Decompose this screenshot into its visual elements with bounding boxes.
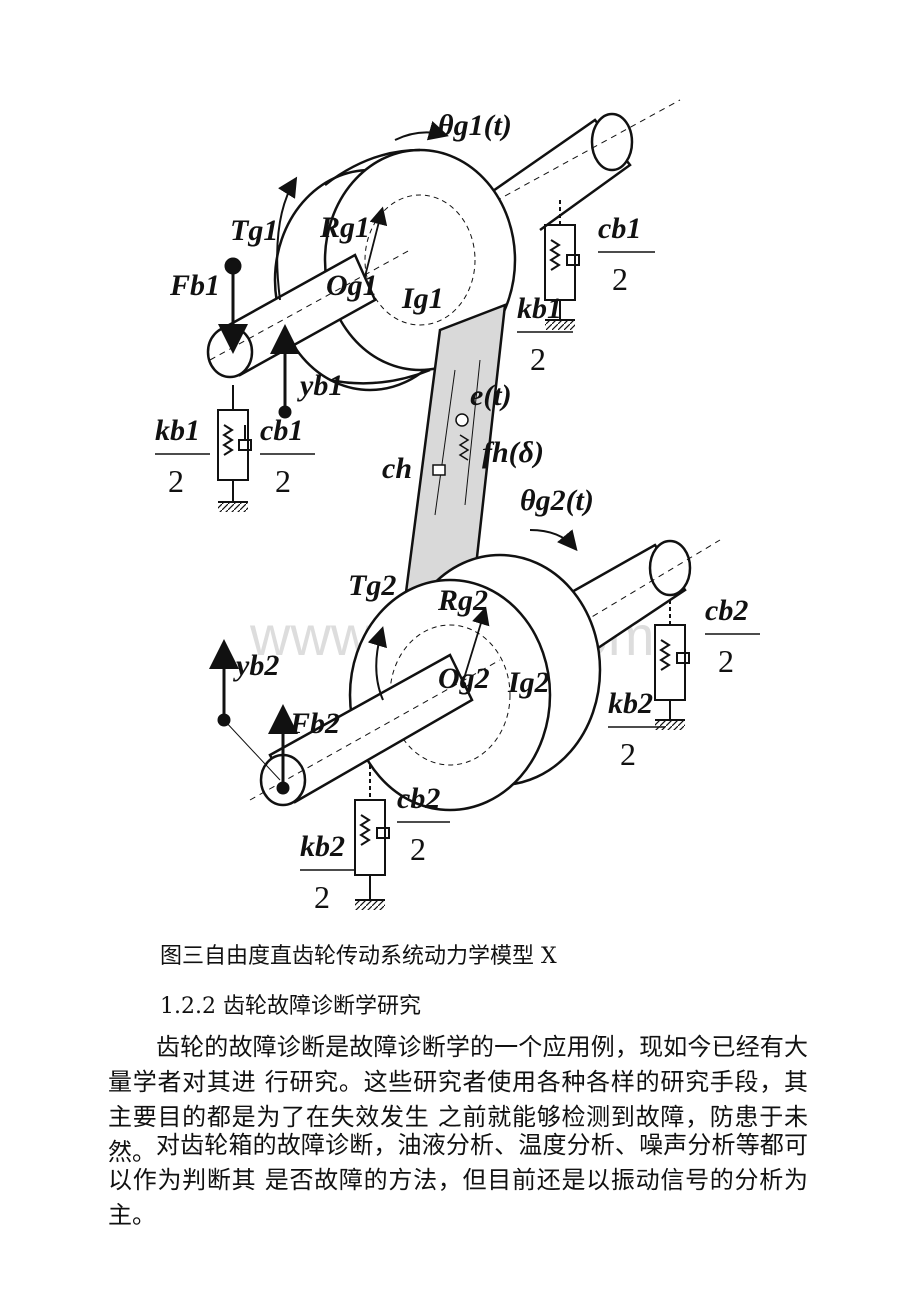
label-i-g1: Ig1	[401, 282, 444, 315]
label-k-b2-bottom: kb2	[300, 830, 345, 863]
paragraph: 对齿轮箱的故障诊断，油液分析、温度分析、噪声分析等都可以作为判断其 是否故障的方…	[108, 1131, 808, 1229]
label-f-b1: Fb1	[169, 269, 220, 302]
label-r-g1: Rg1	[319, 211, 370, 244]
label-theta-g1: θg1(t)	[438, 109, 512, 142]
denominator-k-b2-right: 2	[620, 736, 636, 772]
torque-tg1-arrow	[276, 176, 298, 301]
denominator-c-b1-top: 2	[612, 261, 628, 297]
bearing-right-lower	[654, 600, 690, 730]
label-t-g1: Tg1	[230, 214, 278, 247]
force-fb1-arrow	[218, 257, 248, 354]
label-k-b1-top: kb1	[517, 292, 562, 325]
theta-g2-arrow	[529, 529, 578, 552]
torque-tg2-arrow	[367, 626, 387, 701]
label-i-g2: Ig2	[507, 666, 550, 699]
gear-system-dynamics-figure: www.bdocx.com	[120, 90, 800, 930]
bearing-right-upper	[544, 200, 580, 330]
gear-diagram: www.bdocx.com	[155, 99, 760, 915]
label-c-b1-top: cb1	[598, 212, 641, 245]
label-c-b2-right: cb2	[705, 594, 748, 627]
label-k-b2-right: kb2	[608, 687, 653, 720]
label-o-g2: Og2	[438, 662, 490, 695]
denominator-c-b2-right: 2	[718, 643, 734, 679]
label-f-h: fh(δ)	[482, 436, 544, 469]
label-c-b2-bottom: cb2	[397, 782, 440, 815]
denominator-k-b1-top: 2	[530, 341, 546, 377]
displacement-yb2-arrow	[209, 639, 281, 781]
label-t-g2: Tg2	[348, 569, 396, 602]
theta-g1-arrow	[394, 121, 449, 141]
paragraph: 齿轮的故障诊断是故障诊断学的一个应用例，现如今已经有大量学者对其进 行研究。这些…	[108, 1033, 808, 1166]
force-fb2-arrow	[268, 704, 298, 795]
displacement-yb1-arrow	[270, 324, 300, 419]
label-e-t: e(t)	[470, 379, 512, 412]
upper-shaft-right	[369, 99, 681, 271]
denominator-c-b1-left: 2	[275, 463, 291, 499]
label-r-g2: Rg2	[437, 584, 488, 617]
denominator-c-b2-bottom: 2	[410, 831, 426, 867]
denominator-k-b2-bottom: 2	[314, 879, 330, 915]
label-y-b1: yb1	[297, 369, 343, 402]
bearing-left-lower	[354, 765, 390, 910]
label-o-g1: Og1	[326, 269, 378, 302]
denominator-k-b1-left: 2	[168, 463, 184, 499]
label-theta-g2: θg2(t)	[520, 484, 594, 517]
bearing-left-upper	[217, 385, 252, 512]
label-c-h: ch	[382, 452, 412, 485]
label-y-b2: yb2	[233, 649, 279, 682]
label-k-b1-left: kb1	[155, 414, 200, 447]
label-c-b1-left: cb1	[260, 414, 303, 447]
figure-caption: 图三自由度直齿轮传动系统动力学模型 X	[160, 944, 557, 969]
label-f-b2: Fb2	[289, 707, 340, 740]
section-heading: 1.2.2 齿轮故障诊断学研究	[160, 994, 421, 1019]
